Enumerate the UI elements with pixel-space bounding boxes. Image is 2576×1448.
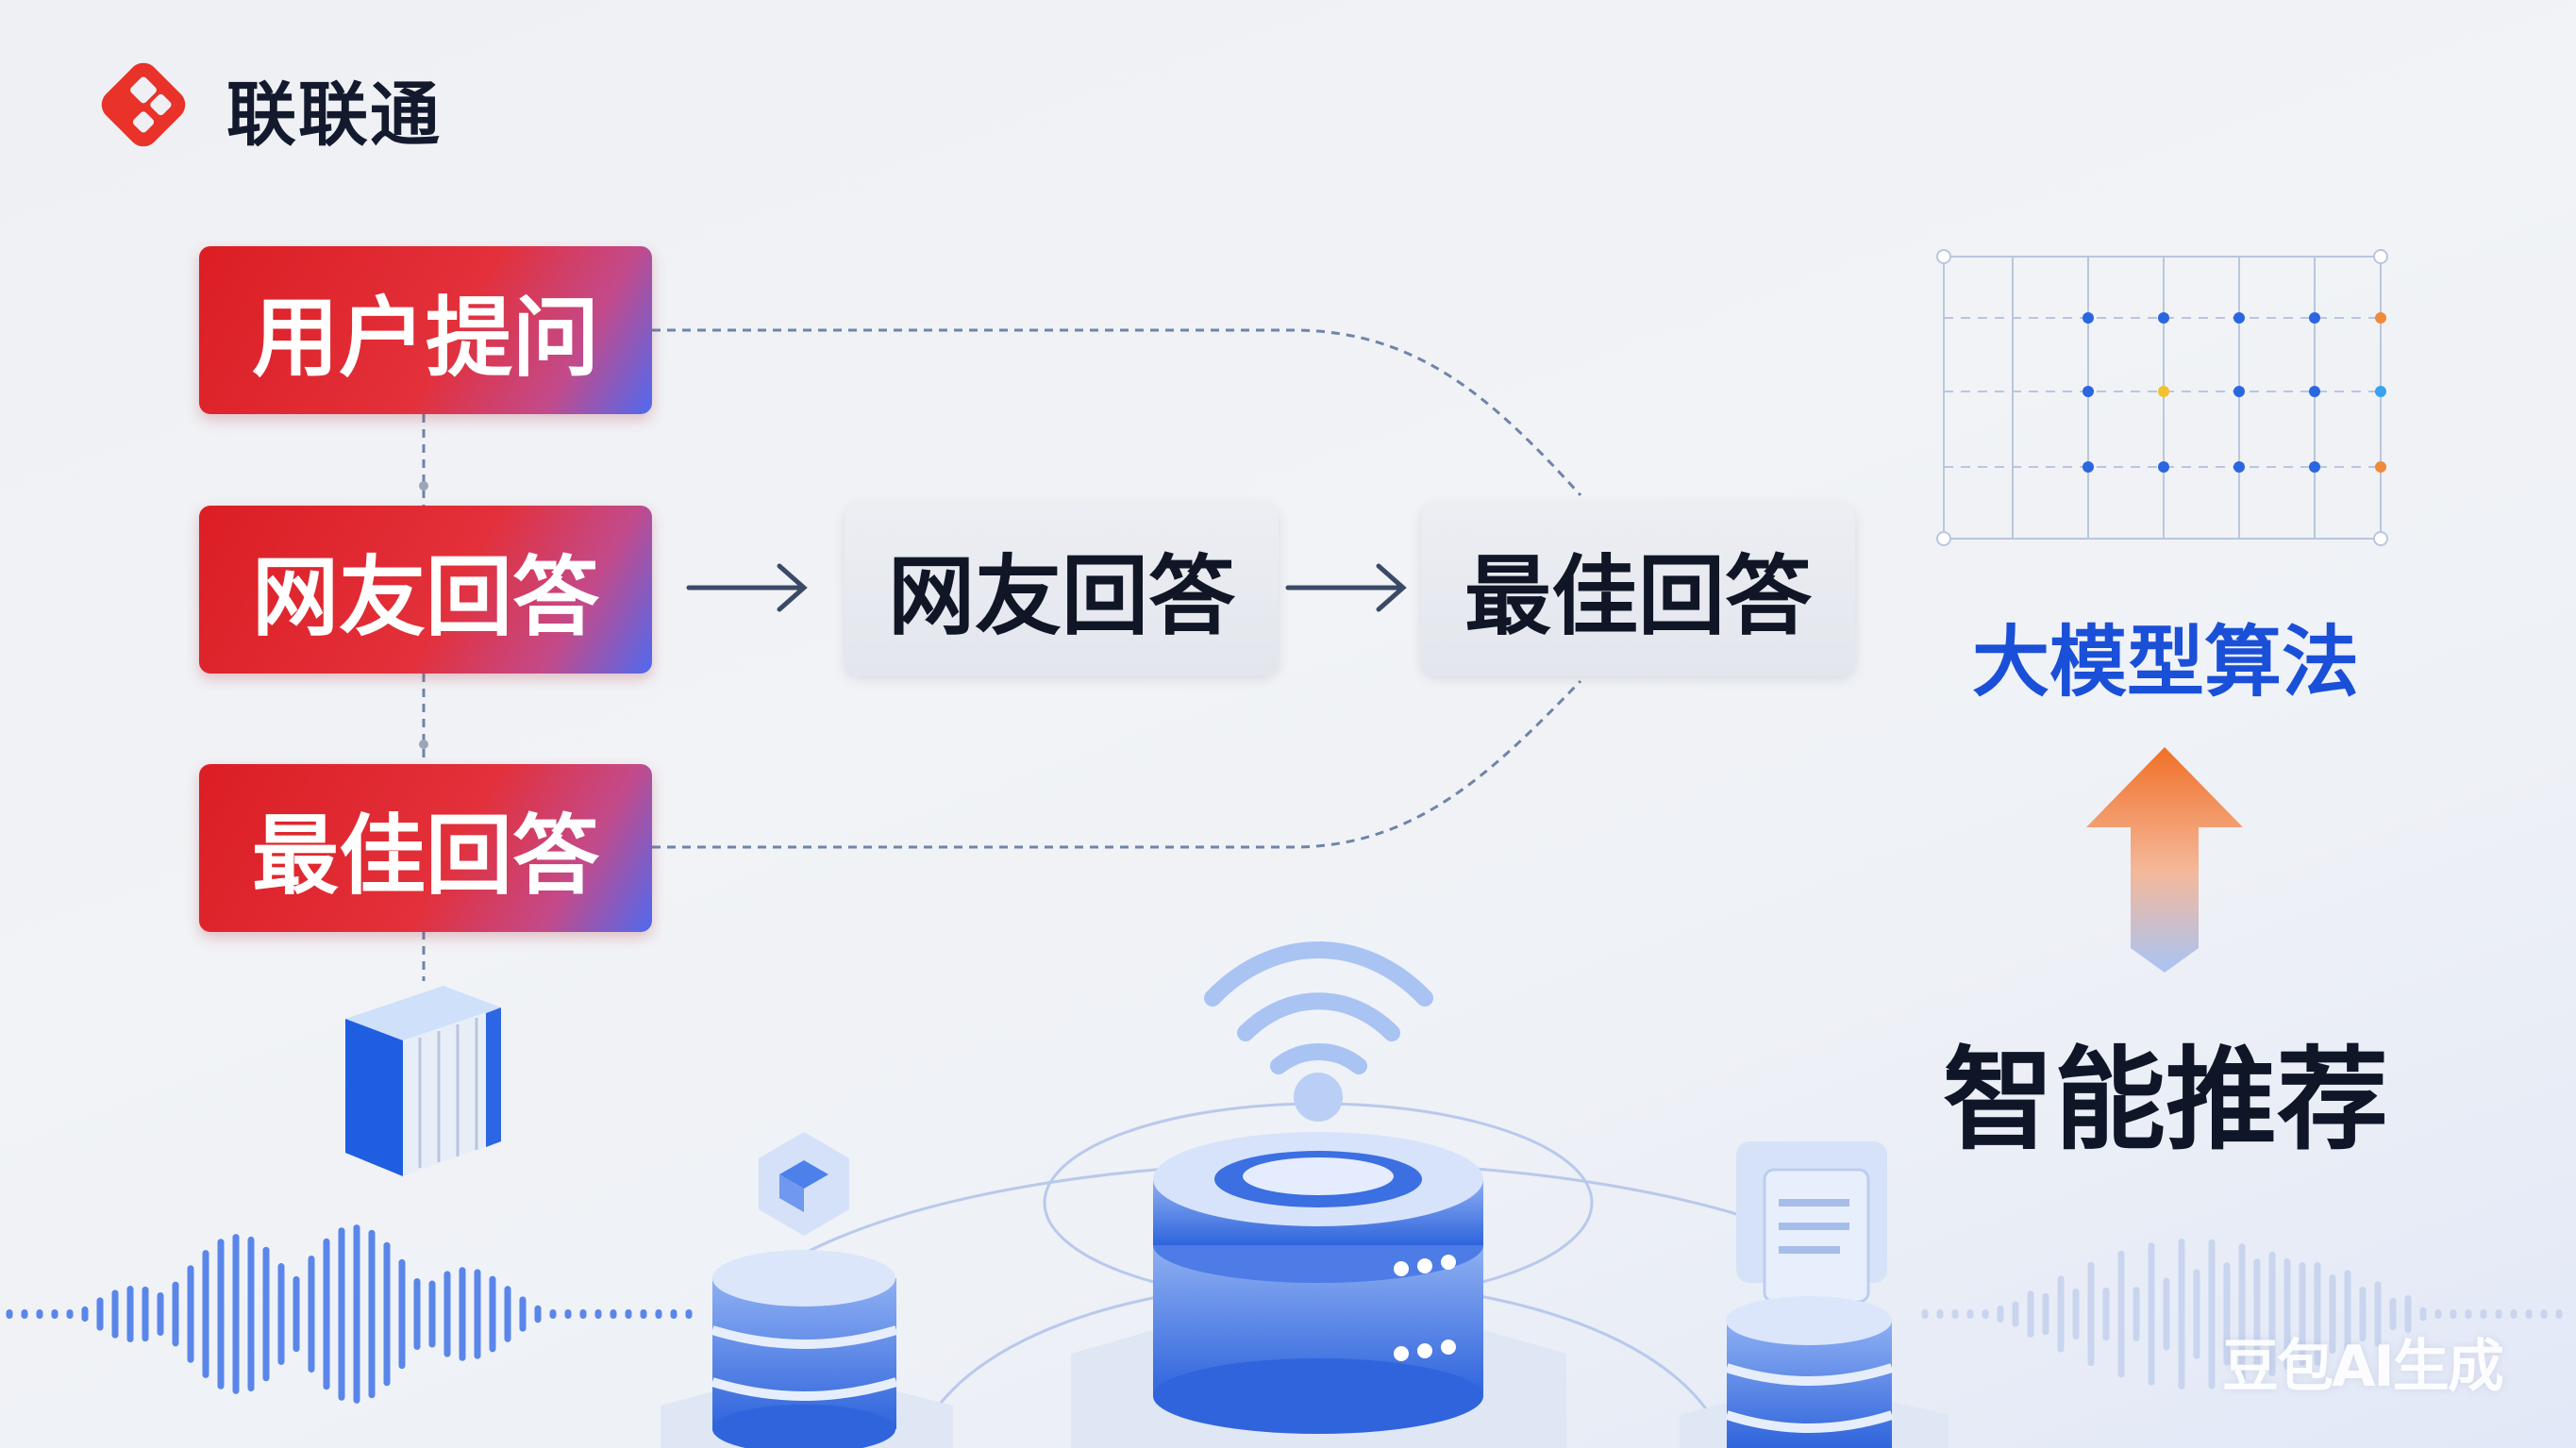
arrow-up-icon [2086, 747, 2243, 973]
arrow-right-icon [686, 563, 808, 612]
arrow-right-icon [1285, 563, 1407, 612]
database-server-icon [661, 1250, 953, 1448]
waveform-icon [6, 1224, 2563, 1404]
grid-network-icon [1936, 249, 2388, 546]
book-icon [345, 986, 501, 1176]
step-best-answer: 最佳回答 [199, 764, 652, 932]
database-server-icon [1071, 1132, 1566, 1448]
grid-nodes [2083, 312, 2386, 473]
wifi-icon [1204, 941, 1433, 1074]
algorithm-label: 大模型算法 [1971, 618, 2359, 707]
middle-step-best-answer: 最佳回答 [1421, 503, 1855, 675]
database-server-icon [1680, 1296, 1949, 1448]
middle-step-netizen-answers: 网友回答 [845, 503, 1279, 675]
watermark: 豆包AI生成 [2222, 1334, 2504, 1400]
step-netizen-answers: 网友回答 [199, 506, 652, 674]
recommendation-label: 智能推荐 [1942, 1035, 2388, 1165]
document-icon [1736, 1141, 1887, 1304]
brand-name: 联联通 [226, 75, 442, 156]
step-user-question: 用户提问 [199, 246, 652, 414]
logo-icon [101, 62, 186, 147]
